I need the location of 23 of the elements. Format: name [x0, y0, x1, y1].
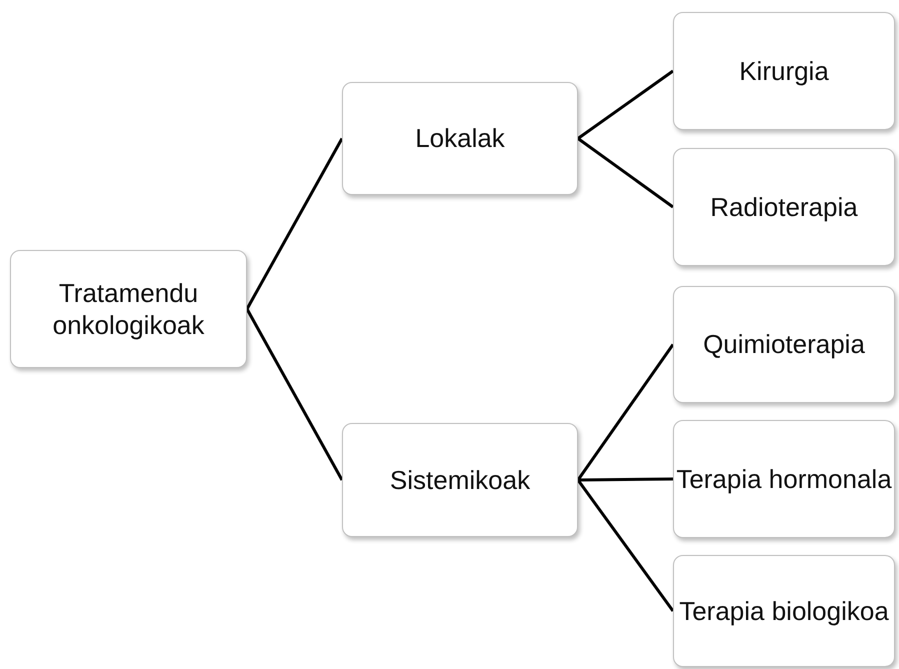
box — [342, 82, 578, 195]
node-label: Tratamendu onkologikoak — [52, 276, 206, 342]
node-label: Terapia biologikoa — [679, 594, 889, 628]
box — [673, 420, 895, 538]
connector-line — [577, 70, 674, 140]
box — [673, 286, 895, 403]
box — [673, 555, 895, 667]
box — [342, 423, 578, 537]
box — [10, 250, 247, 368]
node-label: Kirurgia — [739, 54, 829, 88]
connector-line — [576, 479, 674, 612]
node-label: Radioterapia — [710, 190, 858, 224]
connector-line — [577, 137, 674, 208]
box — [673, 12, 895, 130]
connector-line — [576, 344, 674, 481]
node-label: Lokalak — [415, 122, 505, 155]
box — [673, 148, 895, 266]
connector-line — [246, 138, 344, 310]
node-label: Quimioterapia — [703, 328, 865, 361]
node-label: Sistemikoak — [390, 464, 530, 496]
node-label: Terapia hormonala — [676, 462, 892, 496]
connector-line — [578, 478, 674, 482]
connector-line — [246, 308, 344, 481]
